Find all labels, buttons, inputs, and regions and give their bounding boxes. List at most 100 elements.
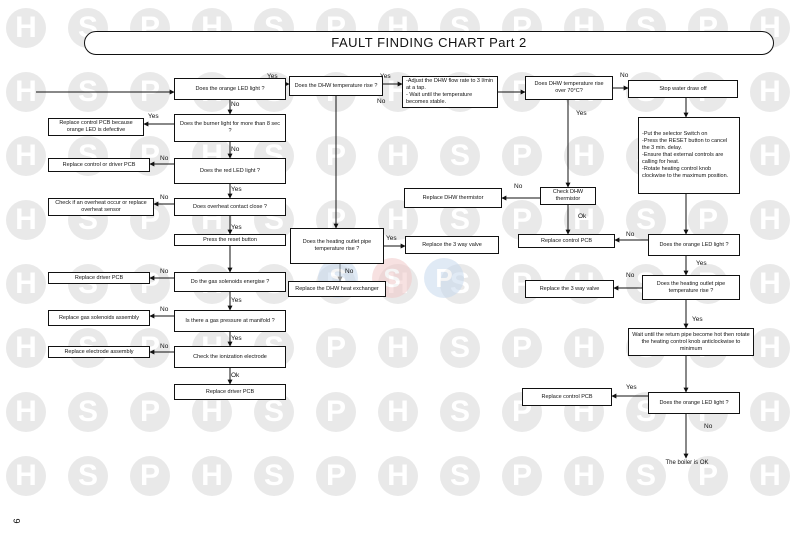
label-no: No xyxy=(231,146,240,153)
gas-pressure-question: Is there a gas pressure at manifold ? xyxy=(174,310,286,332)
watermark-tile: H xyxy=(750,328,790,368)
watermark-tile: P xyxy=(130,392,170,432)
watermark-tile: P xyxy=(316,456,356,496)
watermark-tile: H xyxy=(750,264,790,304)
watermark-tile: P xyxy=(502,456,542,496)
watermark-tile: S xyxy=(440,136,480,176)
burner-light-question: Does the burner light for more than 8 se… xyxy=(174,114,286,142)
label-yes: Yes xyxy=(231,224,242,231)
replace-control-pcb-2: Replace control PCB xyxy=(522,388,612,406)
label-no: No xyxy=(514,183,523,190)
label-yes: Yes xyxy=(380,73,391,80)
watermark-tile: P xyxy=(316,392,356,432)
watermark-tile: P xyxy=(130,264,170,304)
label-no: No xyxy=(620,72,629,79)
watermark-tile: S xyxy=(440,392,480,432)
replace-driver-pcb-2: Replace driver PCB xyxy=(174,384,286,400)
watermark-tile: H xyxy=(378,456,418,496)
watermark-tile: P xyxy=(688,200,728,240)
watermark-tile: H xyxy=(750,456,790,496)
watermark-tile: H xyxy=(378,136,418,176)
watermark-tile: P xyxy=(130,456,170,496)
watermark-tile: H xyxy=(378,328,418,368)
replace-3-way-valve-1: Replace the 3 way valve xyxy=(405,236,499,254)
label-no: No xyxy=(160,343,169,350)
watermark-tile: H xyxy=(750,136,790,176)
watermark-tile: S xyxy=(626,200,666,240)
stop-water-draw-off: Stop water draw off xyxy=(628,80,738,98)
check-ionization-electrode: Check the ionization electrode xyxy=(174,346,286,368)
watermark-tile: S xyxy=(254,456,294,496)
label-no: No xyxy=(160,268,169,275)
dhw-over-70-question: Does DHW temperature rise over 70°C? xyxy=(525,76,613,100)
gas-solenoids-question: Do the gas solenoids energise ? xyxy=(174,272,286,292)
watermark-tile: H xyxy=(6,456,46,496)
label-no: No xyxy=(626,231,635,238)
press-reset-button-step: Press the reset button xyxy=(174,234,286,246)
watermark-tile: P xyxy=(316,328,356,368)
label-yes: Yes xyxy=(696,260,707,267)
replace-driver-pcb-1: Replace driver PCB xyxy=(48,272,150,284)
overheat-check: Check if an overheat occur or replace ov… xyxy=(48,198,154,216)
watermark-tile: P xyxy=(502,136,542,176)
watermark-tile: H xyxy=(6,264,46,304)
orange-led-question-1: Does the orange LED light ? xyxy=(174,78,286,100)
watermark-p-badge: P xyxy=(424,258,464,298)
label-no: No xyxy=(377,98,386,105)
watermark-tile: H xyxy=(378,392,418,432)
adjust-flow-rate-step: -Adjust the DHW flow rate to 3 l/min at … xyxy=(402,76,498,108)
label-yes: Yes xyxy=(576,110,587,117)
watermark-tile: H xyxy=(750,72,790,112)
watermark-tile: H xyxy=(6,8,46,48)
overheat-contact-question: Does overheat contact close ? xyxy=(174,198,286,216)
label-yes: Yes xyxy=(148,113,159,120)
replace-dhw-thermistor: Replace DHW thermistor xyxy=(404,188,502,208)
label-yes: Yes xyxy=(626,384,637,391)
heating-outlet-question-1: Does the heating outlet pipe temperature… xyxy=(290,228,384,264)
label-ok: Ok xyxy=(578,213,587,220)
watermark-tile: H xyxy=(564,136,604,176)
label-yes: Yes xyxy=(231,335,242,342)
replace-dhw-heat-exchanger: Replace the DHW heat exchanger xyxy=(288,281,386,297)
watermark-tile: S xyxy=(440,328,480,368)
watermark-tile: H xyxy=(750,200,790,240)
watermark-tile: H xyxy=(564,328,604,368)
label-yes: Yes xyxy=(231,297,242,304)
label-ok: Ok xyxy=(231,372,240,379)
label-no: No xyxy=(160,194,169,201)
watermark-tile: P xyxy=(502,328,542,368)
replace-electrode-assembly: Replace electrode assembly xyxy=(48,346,150,358)
replace-3-way-valve-2: Replace the 3 way valve xyxy=(525,280,614,298)
label-no: No xyxy=(160,155,169,162)
watermark-tile: H xyxy=(564,456,604,496)
dhw-temperature-rise-question: Does the DHW temperature rise ? xyxy=(289,76,383,96)
orange-led-question-2: Does the orange LED light ? xyxy=(648,234,740,256)
replace-gas-solenoids: Replace gas solenoids assembly xyxy=(48,310,150,326)
watermark-tile: H xyxy=(6,328,46,368)
check-dhw-thermistor: Check DHW thermistor xyxy=(540,187,596,205)
watermark-tile: P xyxy=(688,456,728,496)
heating-outlet-question-2: Does the heating outlet pipe temperature… xyxy=(642,275,740,300)
label-no: No xyxy=(626,272,635,279)
watermark-tile: S xyxy=(626,456,666,496)
watermark-tile: S xyxy=(68,456,108,496)
label-no: No xyxy=(704,423,713,430)
label-no: No xyxy=(160,306,169,313)
label-no: No xyxy=(231,101,240,108)
watermark-tile: H xyxy=(6,392,46,432)
chart-title: FAULT FINDING CHART Part 2 xyxy=(84,31,774,55)
selector-switch-steps: -Put the selector Switch on -Press the R… xyxy=(638,117,740,194)
label-no: No xyxy=(345,268,354,275)
watermark-tile: H xyxy=(6,136,46,176)
replace-control-pcb-1: Replace control PCB xyxy=(518,234,615,248)
watermark-tile: S xyxy=(440,456,480,496)
watermark-tile: H xyxy=(192,456,232,496)
red-led-question: Does the red LED light ? xyxy=(174,158,286,184)
label-yes: Yes xyxy=(267,73,278,80)
watermark-tile: H xyxy=(750,392,790,432)
label-yes: Yes xyxy=(231,186,242,193)
watermark-tile: S xyxy=(68,392,108,432)
label-yes: Yes xyxy=(692,316,703,323)
replace-control-driver-pcb: Replace control or driver PCB xyxy=(48,158,150,172)
